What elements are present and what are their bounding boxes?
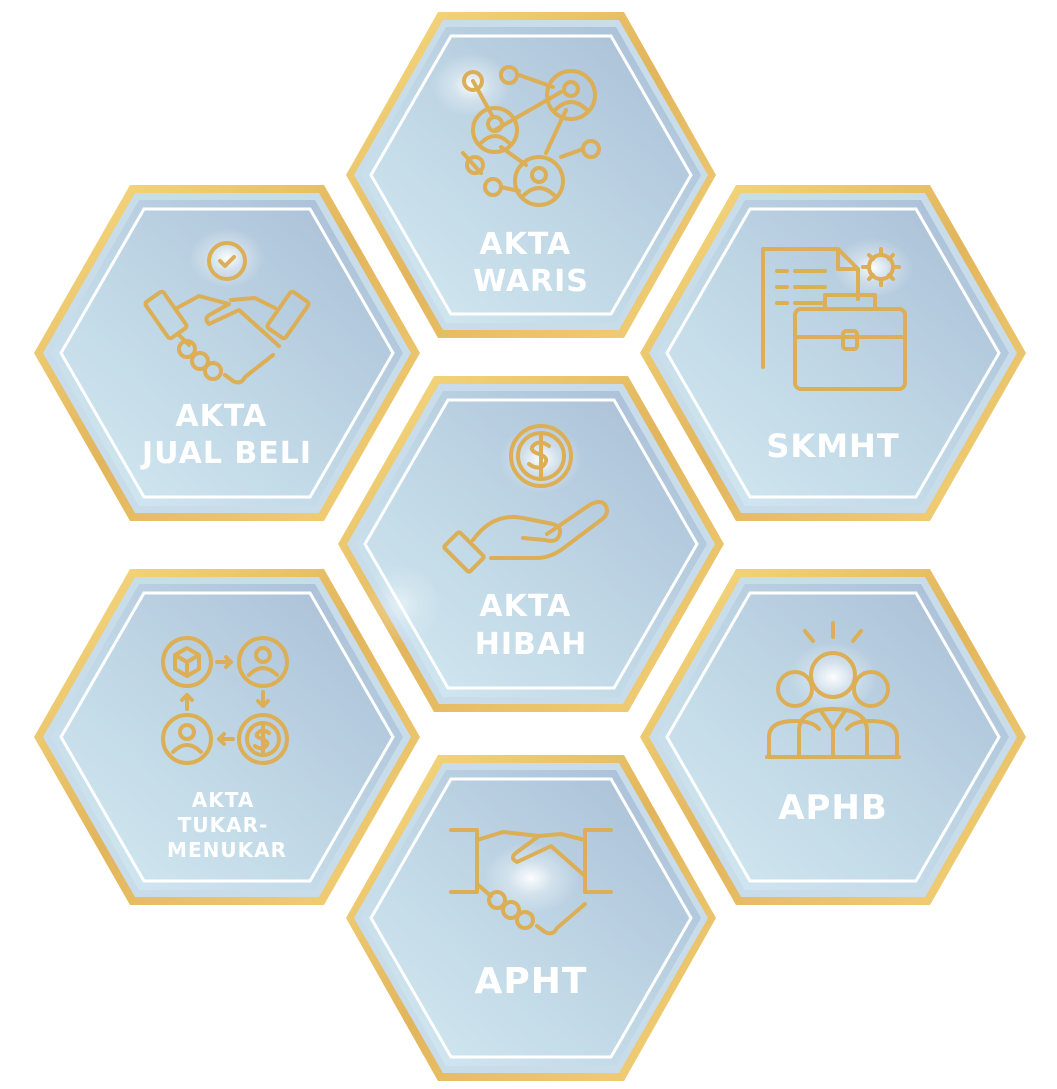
tile-label-aphb: APHB	[778, 788, 888, 828]
tile-label-akta-hibah: AKTA HIBAH	[475, 589, 587, 662]
tile-akta-waris[interactable]: AKTA WARIS	[346, 12, 716, 338]
handshake-clock-icon	[143, 241, 311, 385]
tile-aphb[interactable]: APHB	[640, 569, 1026, 905]
tile-apht[interactable]: APHT	[346, 755, 716, 1081]
group-people-icon	[765, 621, 901, 759]
briefcase-document-icon	[761, 247, 907, 391]
handshake-icon	[449, 828, 613, 936]
hand-coin-icon	[442, 424, 609, 574]
exchange-cycle-icon	[161, 636, 289, 765]
tile-akta-hibah[interactable]: AKTA HIBAH	[338, 376, 724, 712]
network-people-icon	[461, 65, 601, 207]
tile-label-akta-tukar-menukar: AKTA TUKAR- MENUKAR	[167, 788, 287, 862]
tile-label-skmht: SKMHT	[766, 427, 899, 465]
tile-akta-tukar-menukar[interactable]: AKTA TUKAR- MENUKAR	[34, 569, 420, 905]
tile-label-apht: APHT	[475, 961, 588, 1002]
tile-label-akta-jual-beli: AKTA JUAL BELI	[140, 399, 312, 471]
tile-label-akta-waris: AKTA WARIS	[473, 227, 589, 299]
tile-akta-jual-beli[interactable]: AKTA JUAL BELI	[34, 185, 420, 521]
tile-skmht[interactable]: SKMHT	[640, 185, 1026, 521]
